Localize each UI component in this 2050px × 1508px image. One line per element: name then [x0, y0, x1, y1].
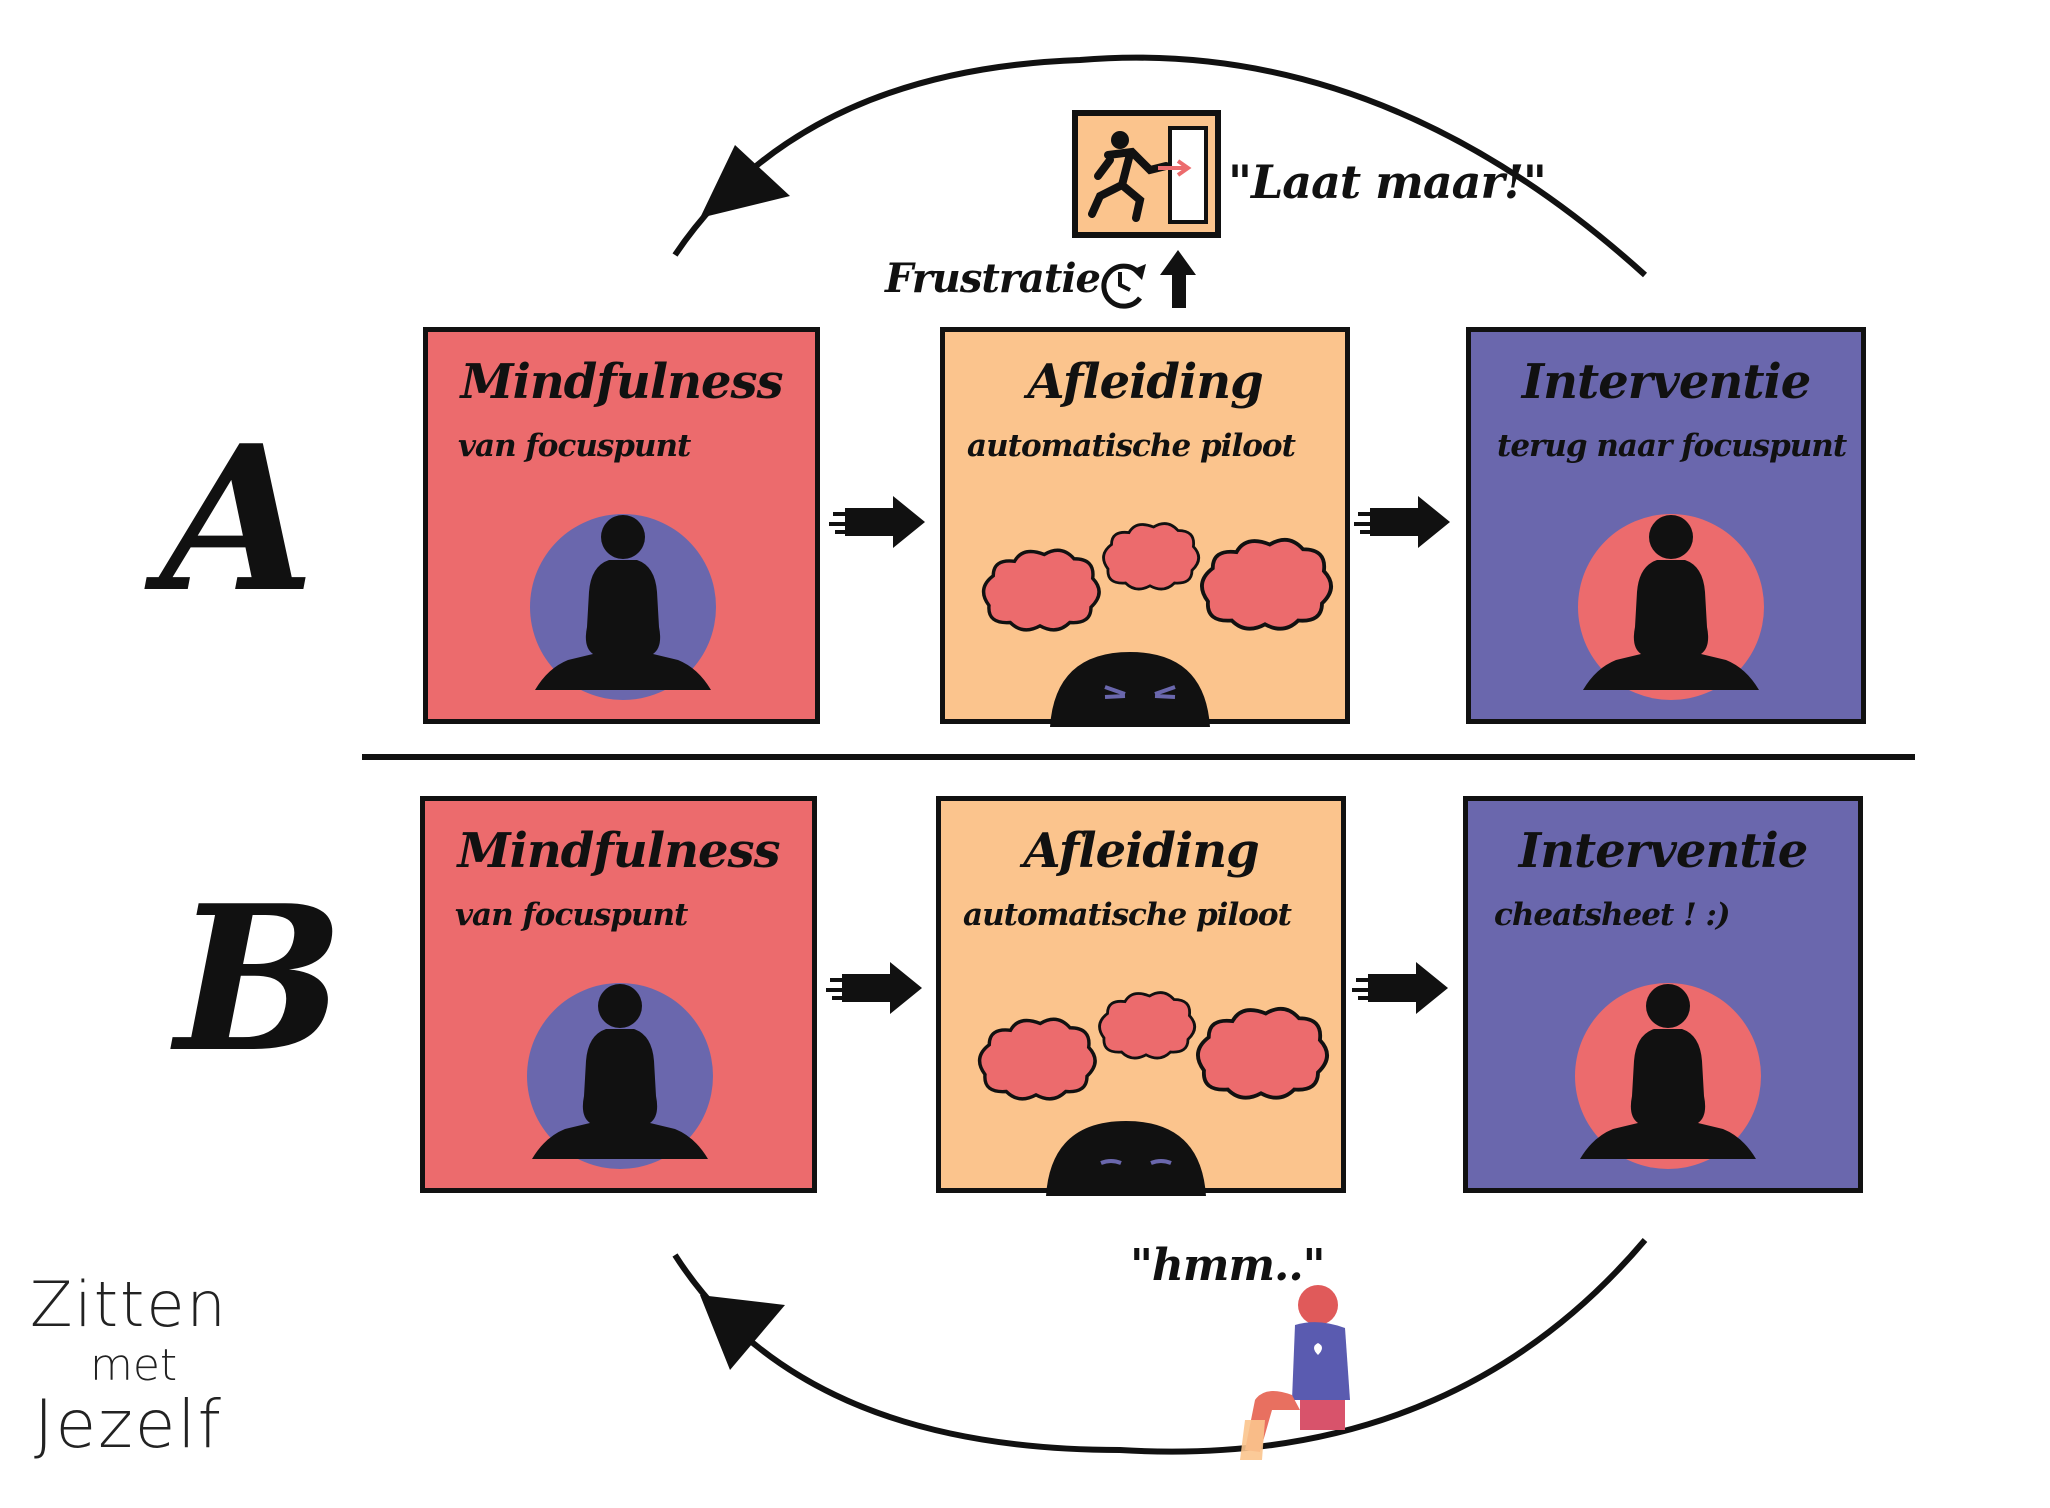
box-b-interventie: Interventie cheatsheet ! :): [1463, 796, 1863, 1193]
arrow-b1: [824, 960, 924, 1016]
clock-icon: [1101, 263, 1146, 309]
arrow-a1: [827, 494, 927, 550]
frustratie-label: Frustratie: [885, 255, 1101, 302]
arrow-b2: [1350, 960, 1450, 1016]
thought-clouds-icon: [977, 991, 1329, 1196]
box-title: Afleiding: [1023, 823, 1259, 879]
top-cycle-arrowhead: [700, 145, 790, 218]
top-cycle-quote: "Laat maar!": [1228, 155, 1547, 209]
bottom-cycle-quote: "hmm..": [1130, 1240, 1326, 1291]
meditating-person-icon: [527, 983, 713, 1169]
thought-clouds-icon: [981, 522, 1333, 727]
bottom-cycle-arrowhead: [700, 1295, 785, 1370]
box-title: Mindfulness: [460, 354, 783, 410]
box-title: Afleiding: [1027, 354, 1263, 410]
box-subtitle: van focuspunt: [458, 428, 691, 464]
box-a-interventie: Interventie terug naar focuspunt: [1466, 327, 1866, 724]
box-subtitle: cheatsheet ! :): [1494, 897, 1731, 933]
thinking-person-icon: [1240, 1285, 1350, 1460]
logo-line-3: Jezelf: [34, 1386, 223, 1463]
box-a-mindfulness: Mindfulness van focuspunt: [423, 327, 820, 724]
box-subtitle: van focuspunt: [455, 897, 688, 933]
logo-line-2: met: [90, 1340, 178, 1391]
top-cycle-arc: [672, 54, 1648, 278]
box-title: Interventie: [1518, 823, 1809, 879]
bottom-cycle-arc: [672, 1238, 1648, 1455]
box-b-mindfulness: Mindfulness van focuspunt: [420, 796, 817, 1193]
exit-sign-icon: [1072, 110, 1221, 238]
box-subtitle: automatische piloot: [963, 897, 1292, 933]
box-a-afleiding: Afleiding automatische piloot: [940, 327, 1350, 727]
up-arrow-icon: [1160, 250, 1196, 308]
box-title: Mindfulness: [457, 823, 780, 879]
meditating-person-icon: [1578, 514, 1764, 700]
meditating-person-icon: [530, 514, 716, 700]
zitten-met-jezelf-logo: Zitten met Jezelf: [30, 1268, 290, 1478]
box-subtitle: terug naar focuspunt: [1497, 428, 1847, 464]
logo-line-1: Zitten: [30, 1268, 228, 1341]
row-letter-b: B: [175, 862, 345, 1097]
box-b-afleiding: Afleiding automatische piloot: [936, 796, 1346, 1196]
meditating-person-icon: [1575, 983, 1761, 1169]
box-title: Interventie: [1521, 354, 1812, 410]
box-subtitle: automatische piloot: [967, 428, 1296, 464]
arrow-a2: [1352, 494, 1452, 550]
row-letter-a: A: [160, 402, 316, 637]
